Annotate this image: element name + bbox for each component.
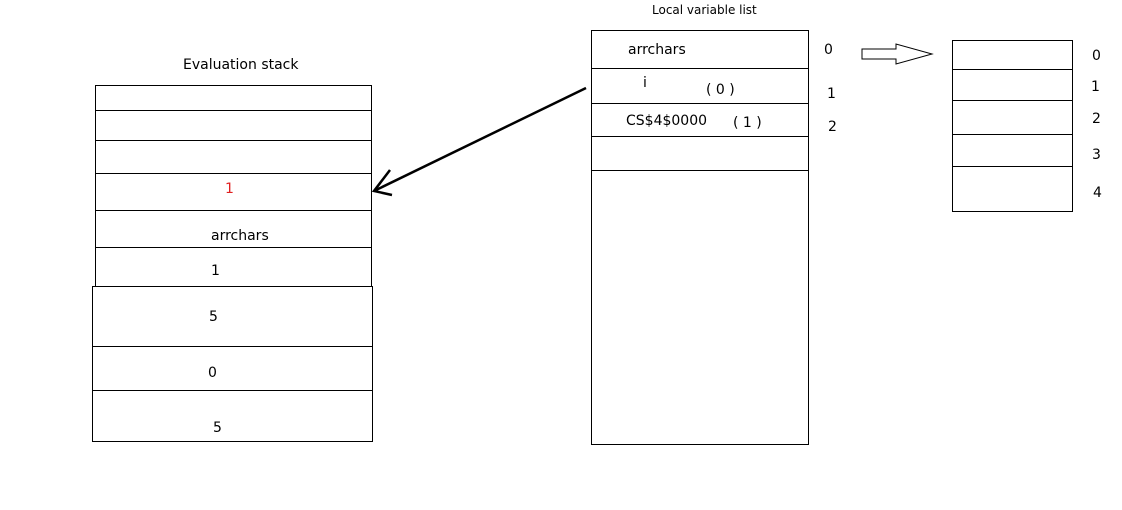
- evaluation-stack-lower-frame: [92, 286, 373, 442]
- reference-arrow-icon: [861, 43, 934, 65]
- local-entry-index: 2: [828, 119, 837, 135]
- local-entry-index: 0: [824, 42, 833, 58]
- local-entry-value: ( 1 ): [733, 115, 762, 131]
- stack-divider: [92, 390, 373, 391]
- stack-cell: 5: [213, 420, 222, 436]
- stack-cell: arrchars: [211, 228, 269, 244]
- array-divider: [952, 134, 1073, 135]
- local-entry-index: 1: [827, 86, 836, 102]
- array-index: 4: [1093, 185, 1102, 201]
- local-divider: [591, 103, 809, 104]
- local-divider: [591, 68, 809, 69]
- array-divider: [952, 69, 1073, 70]
- array-index: 2: [1092, 111, 1101, 127]
- array-index: 3: [1092, 147, 1101, 163]
- local-divider: [591, 136, 809, 137]
- stack-divider: [95, 210, 372, 211]
- stack-divider: [95, 247, 372, 248]
- stack-cell: 5: [209, 309, 218, 325]
- local-variable-list-title: Local variable list: [652, 3, 757, 17]
- stack-divider: [95, 140, 372, 141]
- push-arrow-icon: [371, 86, 587, 197]
- stack-cell: 1: [211, 263, 220, 279]
- stack-divider: [95, 110, 372, 111]
- local-entry-name: CS$4$0000: [626, 113, 708, 129]
- stack-cell: 0: [208, 365, 217, 381]
- local-divider: [591, 170, 809, 171]
- local-entry-name: arrchars: [628, 42, 686, 58]
- array-index: 0: [1092, 48, 1101, 64]
- array-divider: [952, 100, 1073, 101]
- evaluation-stack-title: Evaluation stack: [183, 57, 299, 73]
- local-entry-name: i: [643, 75, 647, 91]
- stack-cell-highlighted: 1: [225, 181, 234, 197]
- array-frame: [952, 40, 1073, 212]
- local-variable-list-frame: [591, 30, 809, 445]
- stack-divider: [92, 346, 373, 347]
- array-index: 1: [1091, 79, 1100, 95]
- local-entry-value: ( 0 ): [706, 82, 735, 98]
- array-divider: [952, 166, 1073, 167]
- stack-divider: [95, 173, 372, 174]
